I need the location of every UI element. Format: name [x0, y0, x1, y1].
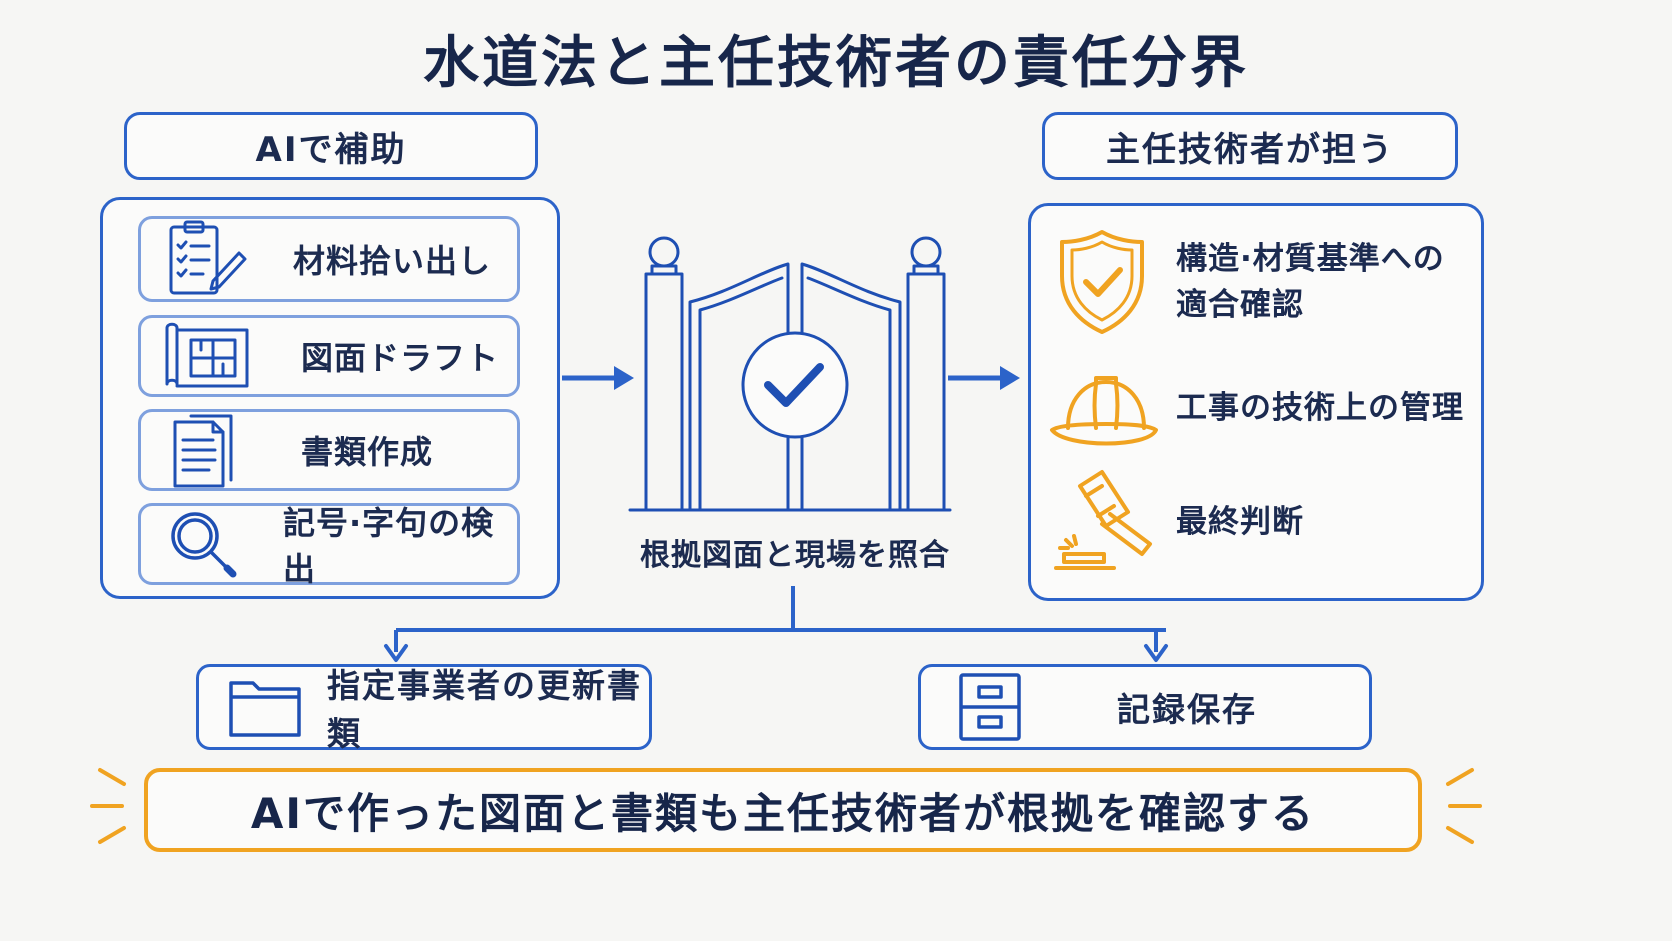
- engineer-header-label: 主任技術者が担う: [1106, 129, 1394, 170]
- output-connector: [384, 586, 1168, 662]
- engineer-item-label-line1: 構造·材質基準への: [1176, 241, 1445, 277]
- arrow-to-gate: [562, 366, 634, 390]
- blueprint-icon: [165, 322, 249, 388]
- engineer-item-standards: 構造·材質基準への 適合確認: [1046, 226, 1476, 338]
- ai-assist-header: AIで補助: [124, 112, 538, 180]
- gavel-icon: [1054, 470, 1152, 570]
- output-label: 記録保存: [1117, 690, 1257, 729]
- page-title: 水道法と主任技術者の責任分界: [423, 31, 1249, 96]
- sparkle-right-icon: [1446, 768, 1482, 844]
- ai-item-label: 図面ドラフト: [301, 339, 500, 377]
- bottom-message-box: AIで作った図面と書類も主任技術者が根拠を確認する: [144, 768, 1422, 852]
- bottom-message: AIで作った図面と書類も主任技術者が根拠を確認する: [250, 788, 1316, 838]
- file-cabinet-icon: [959, 673, 1021, 741]
- ai-item-document-creation: 書類作成: [138, 409, 520, 491]
- gate-caption: 根拠図面と現場を照合: [640, 538, 950, 573]
- engineer-panel: [1028, 203, 1484, 601]
- folder-icon: [229, 681, 301, 737]
- hard-hat-icon: [1050, 376, 1158, 446]
- ai-item-label: 書類作成: [301, 433, 434, 471]
- ai-item-label: 材料拾い出し: [293, 242, 492, 280]
- output-label: 指定事業者の更新書類: [327, 666, 642, 753]
- gate-check-icon: [628, 236, 952, 512]
- output-record-storage: 記録保存: [918, 664, 1372, 750]
- engineer-item-label-line1: 最終判断: [1176, 504, 1304, 540]
- clipboard-checklist-icon: [169, 220, 247, 295]
- ai-item-symbol-detection: 記号·字句の検出: [138, 503, 520, 588]
- output-update-documents: 指定事業者の更新書類: [196, 664, 652, 753]
- sparkle-left-icon: [90, 768, 126, 844]
- shield-check-icon: [1060, 230, 1144, 334]
- engineer-header: 主任技術者が担う: [1042, 112, 1458, 180]
- engineer-item-final-judgment: 最終判断: [1046, 466, 1476, 578]
- engineer-item-label-line1: 工事の技術上の管理: [1176, 390, 1464, 426]
- ai-item-drawing-draft: 図面ドラフト: [138, 315, 520, 397]
- document-icon: [173, 414, 233, 488]
- ai-item-material-takeoff: 材料拾い出し: [138, 216, 520, 302]
- arrow-to-engineer: [948, 366, 1020, 390]
- magnifier-icon: [171, 512, 237, 578]
- ai-assist-header-label: AIで補助: [255, 129, 407, 170]
- engineer-item-technical-management: 工事の技術上の管理: [1046, 352, 1476, 464]
- ai-item-label: 記号·字句の検出: [283, 504, 495, 588]
- engineer-item-label-line2: 適合確認: [1176, 287, 1304, 323]
